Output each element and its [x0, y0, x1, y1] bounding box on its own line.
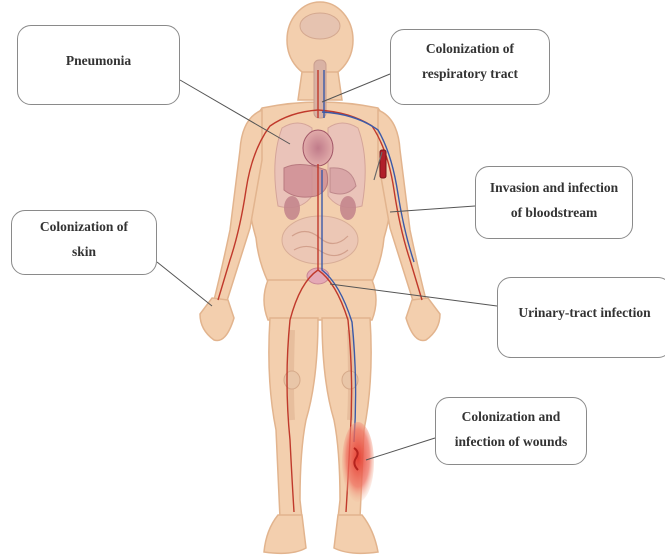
connector-skin [157, 262, 212, 306]
callout-bloodstream-line-2: of bloodstream [476, 200, 632, 225]
callout-bloodstream: Invasion and infection of bloodstream [475, 166, 633, 239]
callout-urinary-tract: Urinary-tract infection [497, 277, 665, 358]
callout-pneumonia: Pneumonia [17, 25, 180, 105]
connector-wounds [366, 438, 435, 460]
callout-skin-line-2: skin [12, 239, 156, 264]
internal-anatomy [275, 13, 365, 420]
callout-respiratory-line-1: Colonization of [391, 36, 549, 61]
callout-urinary-line-1: Urinary-tract infection [498, 300, 665, 325]
callout-pneumonia-line-1: Pneumonia [18, 48, 179, 73]
callout-respiratory-tract: Colonization of respiratory tract [390, 29, 550, 105]
callout-wounds-line-1: Colonization and [436, 404, 586, 429]
callout-skin: Colonization of skin [11, 210, 157, 275]
callout-wounds-line-2: infection of wounds [436, 429, 586, 454]
callout-skin-line-1: Colonization of [12, 214, 156, 239]
callout-wounds: Colonization and infection of wounds [435, 397, 587, 465]
callout-bloodstream-line-1: Invasion and infection [476, 175, 632, 200]
callout-respiratory-line-2: respiratory tract [391, 61, 549, 86]
